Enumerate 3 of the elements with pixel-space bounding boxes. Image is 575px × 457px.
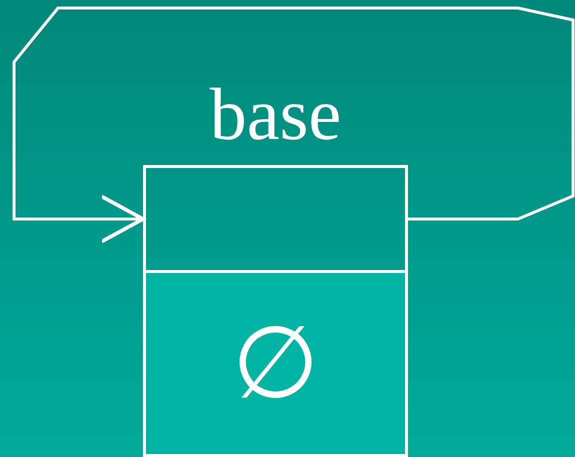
loop-arrow [12, 6, 574, 244]
node-heading: base [208, 75, 342, 155]
list-cell: ∅ [143, 270, 408, 457]
